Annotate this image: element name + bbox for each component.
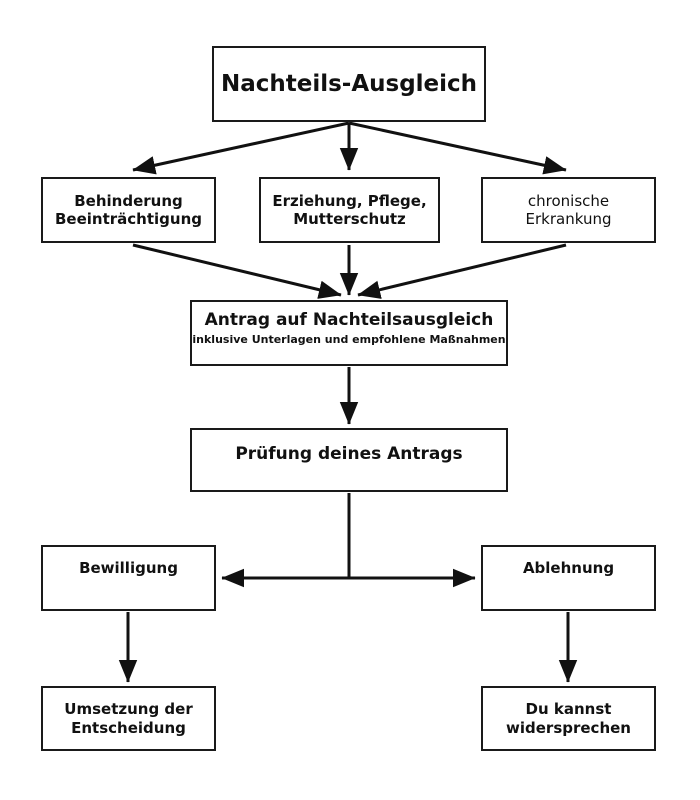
node-antrag-label: Antrag auf Nachteilsausgleich xyxy=(204,310,494,330)
node-umsetzung-der-entscheidung: Umsetzung der Entscheidung xyxy=(41,686,216,751)
edge-behinderung-to-antrag xyxy=(132,243,342,299)
node-behinderung: Behinderung Beeinträchtigung xyxy=(41,177,216,243)
node-chronische-label: chronische Erkrankung xyxy=(525,191,612,228)
node-du-kannst-widersprechen: Du kannst widersprechen xyxy=(481,686,656,751)
node-nachteils-ausgleich: Nachteils-Ausgleich xyxy=(212,46,486,122)
node-erziehung: Erziehung, Pflege, Mutterschutz xyxy=(259,177,440,243)
edge-title-to-behinderung xyxy=(132,121,350,175)
node-erziehung-label: Erziehung, Pflege, Mutterschutz xyxy=(272,191,427,228)
edge-chronische-to-antrag xyxy=(357,243,567,299)
node-pruefung-label: Prüfung deines Antrags xyxy=(235,444,463,464)
node-behinderung-label: Behinderung Beeinträchtigung xyxy=(54,191,202,228)
node-pruefung-deines-antrags: Prüfung deines Antrags xyxy=(190,428,508,492)
node-bewilligung-label: Bewilligung xyxy=(79,559,178,577)
node-ablehnung-label: Ablehnung xyxy=(522,559,615,577)
edge-title-to-chronische xyxy=(348,121,567,175)
node-bewilligung: Bewilligung xyxy=(41,545,216,611)
node-widerspruch-label: Du kannst widersprechen xyxy=(506,700,631,737)
node-title-label: Nachteils-Ausgleich xyxy=(220,70,478,97)
node-umsetzung-label: Umsetzung der Entscheidung xyxy=(64,700,193,737)
node-ablehnung: Ablehnung xyxy=(481,545,656,611)
node-antrag-auf-nachteilsausgleich: Antrag auf Nachteilsausgleich inklusive … xyxy=(190,300,508,366)
node-chronische-erkrankung: chronische Erkrankung xyxy=(481,177,656,243)
node-antrag-sublabel: inklusive Unterlagen und empfohlene Maßn… xyxy=(192,332,506,346)
